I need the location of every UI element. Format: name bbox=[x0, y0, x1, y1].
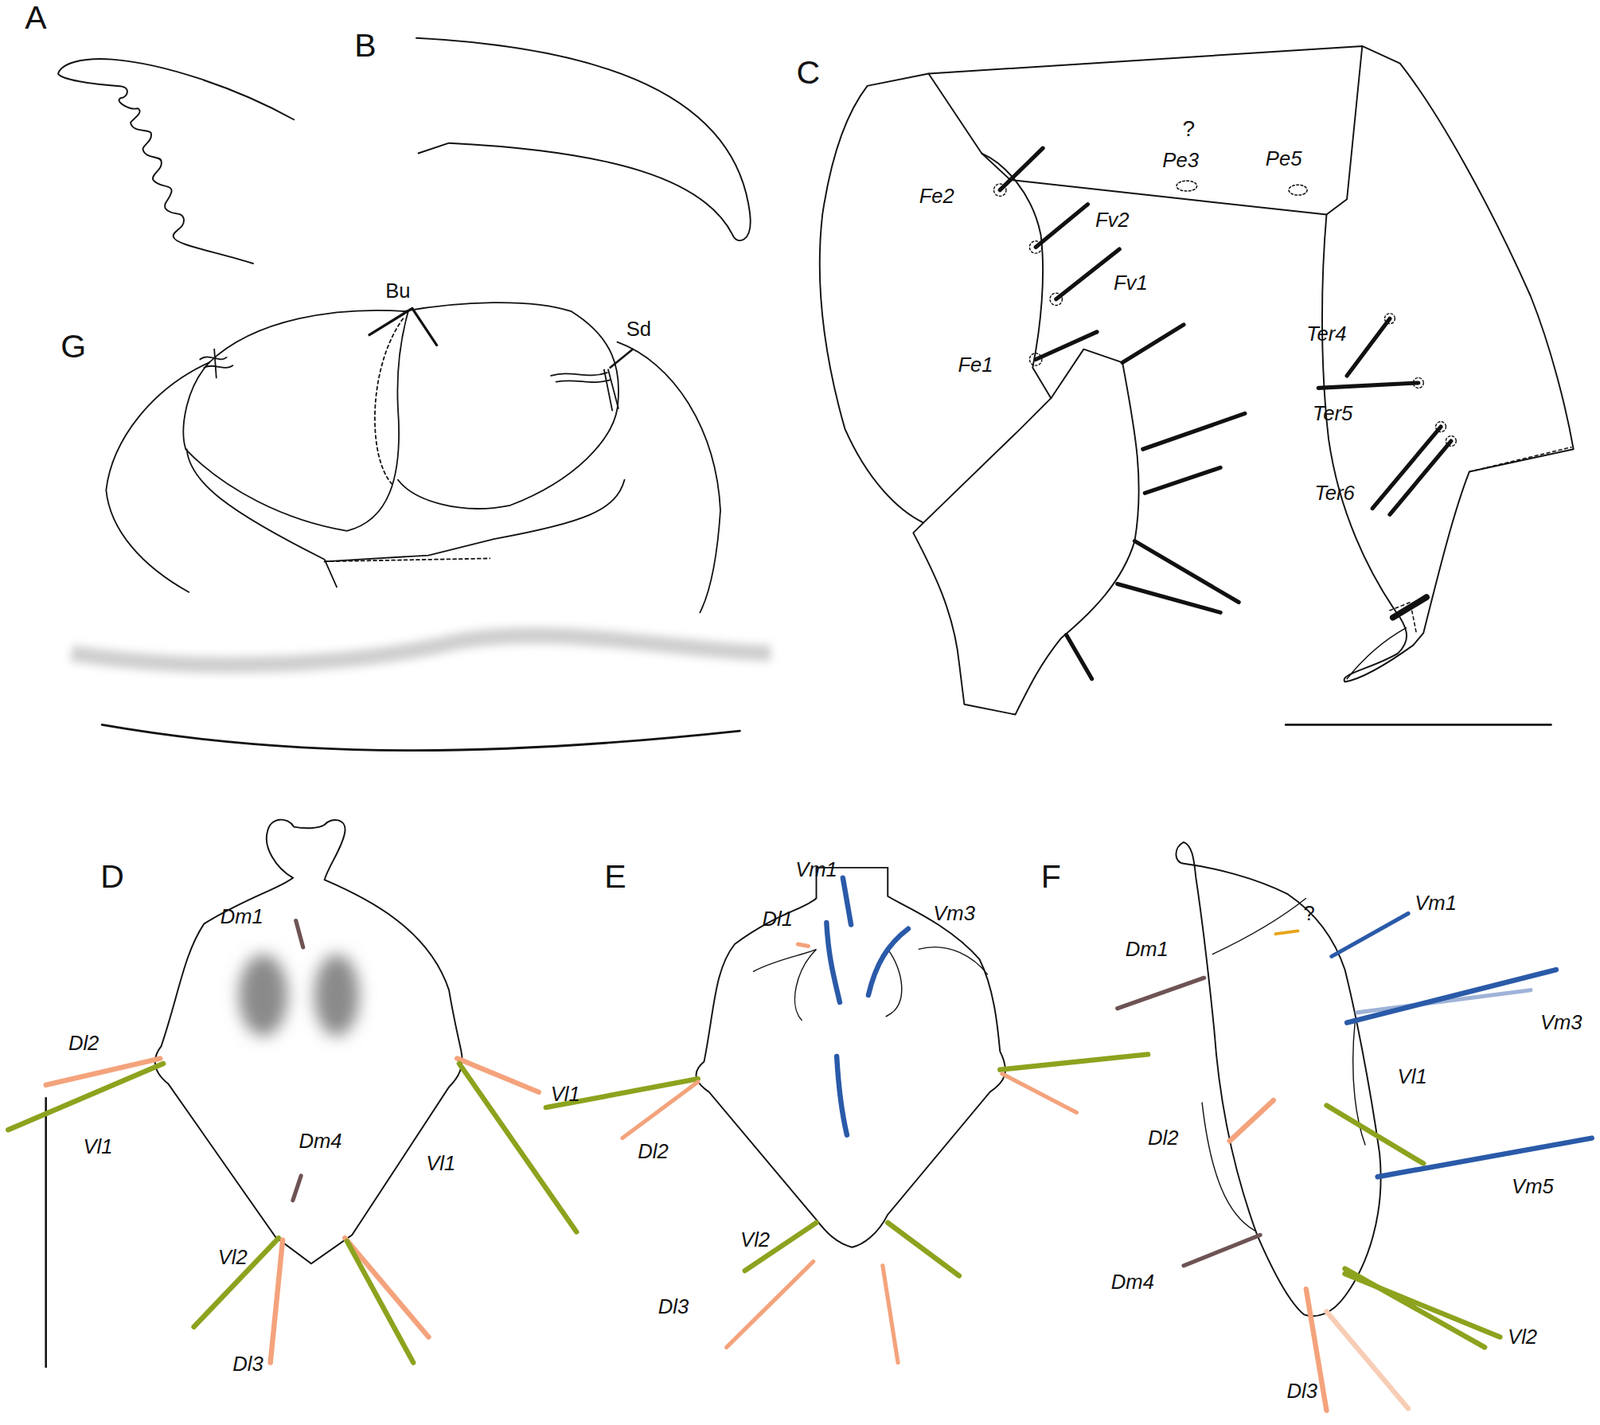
panel-letter: C bbox=[796, 55, 820, 92]
seta-label: Ter4 bbox=[1306, 322, 1347, 345]
seta-label: Vl1 bbox=[1397, 1065, 1428, 1088]
seta-label: Dl3 bbox=[232, 1351, 263, 1374]
query-mark: ? bbox=[1303, 901, 1316, 925]
pore-label: Pe5 bbox=[1265, 147, 1303, 170]
seta-label: Vm3 bbox=[1540, 1010, 1583, 1034]
seta-label: Vm5 bbox=[1511, 1174, 1554, 1197]
seta-label: Dl1 bbox=[762, 907, 793, 930]
panel-letter: G bbox=[60, 328, 86, 365]
seta-label: Dl3 bbox=[1286, 1379, 1317, 1402]
seta-label: Vl1 bbox=[425, 1151, 456, 1175]
query-mark: ? bbox=[1182, 116, 1196, 141]
seta-label: Dl2 bbox=[1147, 1126, 1179, 1149]
panel-letter: A bbox=[24, 0, 47, 37]
seta-label: Vl2 bbox=[740, 1228, 770, 1251]
seta-label: Dm4 bbox=[298, 1129, 342, 1152]
seta-label: Ter5 bbox=[1312, 401, 1353, 425]
seta-label: Dm4 bbox=[1111, 1270, 1155, 1293]
structure-label: Bu bbox=[385, 279, 410, 302]
seta-label: Vl1 bbox=[83, 1134, 114, 1157]
seta-label: Dm1 bbox=[1125, 937, 1169, 960]
seta-label: Dl3 bbox=[658, 1295, 689, 1318]
seta-label: Vl1 bbox=[550, 1082, 581, 1105]
structure-label: Sd bbox=[626, 317, 652, 340]
pore-label: Pe3 bbox=[1162, 148, 1199, 172]
seta-label: Ter6 bbox=[1315, 481, 1355, 504]
seta-label: Dl2 bbox=[637, 1139, 668, 1163]
seta-label: Vl2 bbox=[1507, 1325, 1538, 1348]
seta-label: Vm1 bbox=[1414, 891, 1457, 914]
seta-label: Fe1 bbox=[957, 353, 993, 376]
seta-label: Fv2 bbox=[1095, 207, 1130, 231]
panel-letter: D bbox=[100, 859, 125, 896]
seta-label: Fe2 bbox=[919, 184, 955, 207]
panel-letter: E bbox=[604, 859, 626, 896]
seta-label: Vm3 bbox=[932, 901, 976, 925]
panel-letter: F bbox=[1041, 859, 1062, 896]
seta-label: Vm1 bbox=[795, 858, 838, 881]
seta-label: Dl2 bbox=[68, 1031, 99, 1054]
seta-label: Fv1 bbox=[1113, 271, 1148, 294]
seta-label: Dm1 bbox=[220, 905, 264, 928]
panel-letter: B bbox=[354, 27, 376, 64]
seta-label: Vl2 bbox=[218, 1245, 248, 1269]
